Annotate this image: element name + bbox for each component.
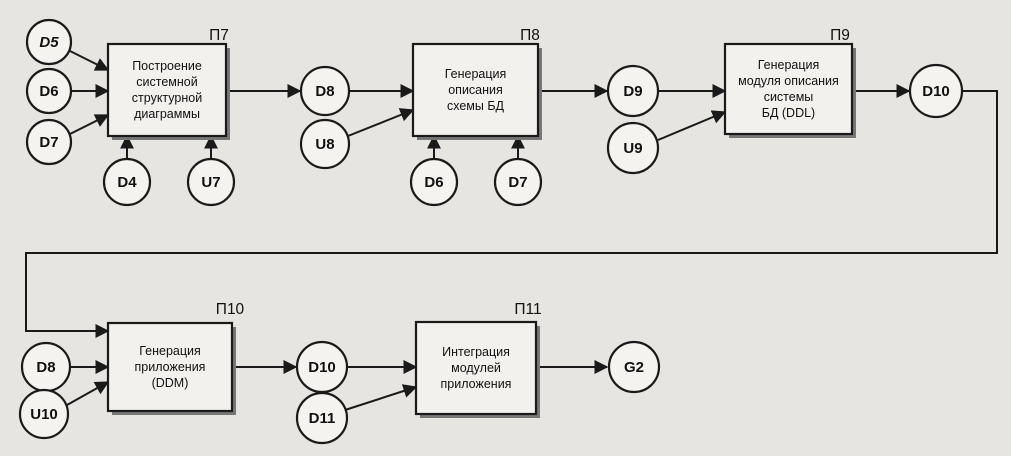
node-circle xyxy=(25,67,73,115)
node-g2: G2 xyxy=(607,340,661,394)
process-text-line: приложения xyxy=(135,360,206,374)
node-circle xyxy=(299,65,351,117)
node-u10: U10 xyxy=(18,388,70,440)
node-label: D11 xyxy=(309,410,336,427)
node-u9: U9 xyxy=(606,121,660,175)
node-d10b: D10 xyxy=(295,340,349,394)
node-label: U8 xyxy=(315,136,334,153)
process-id-label: П8 xyxy=(520,27,540,44)
node-d7b: D7 xyxy=(493,157,543,207)
process-text-line: (DDM) xyxy=(152,376,189,390)
process-id-label: П11 xyxy=(514,301,541,318)
node-label: D6 xyxy=(39,83,58,100)
process-text-line: модулей xyxy=(451,361,501,375)
process-text-line: приложения xyxy=(441,377,512,391)
process-text-line: диаграммы xyxy=(134,107,200,121)
node-label: G2 xyxy=(624,359,644,376)
node-d11: D11 xyxy=(295,391,349,445)
node-d8a: D8 xyxy=(299,65,351,117)
arrow-d10-p10-wrap xyxy=(25,90,998,338)
process-text-line: Интеграция xyxy=(442,345,510,359)
node-circle xyxy=(186,157,236,207)
node-circle xyxy=(295,391,349,445)
node-circle xyxy=(102,157,152,207)
node-circle xyxy=(25,118,73,166)
node-d6a: D6 xyxy=(25,67,73,115)
node-label: D6 xyxy=(424,174,443,191)
node-circle xyxy=(607,340,661,394)
node-circle xyxy=(25,18,73,66)
node-label: D10 xyxy=(922,83,950,100)
process-box xyxy=(411,42,540,138)
node-label: U9 xyxy=(623,140,642,157)
node-label: D9 xyxy=(623,83,642,100)
process-text-line: описания xyxy=(448,83,503,97)
node-u7: U7 xyxy=(186,157,236,207)
node-circle xyxy=(908,63,964,119)
process-text-line: Генерация xyxy=(758,58,820,72)
node-label: D10 xyxy=(308,359,336,376)
node-d5: D5 xyxy=(25,18,73,66)
process-text-line: Генерация xyxy=(139,344,201,358)
node-circle xyxy=(299,118,351,170)
arrow-u8-p8 xyxy=(347,108,415,137)
process-box xyxy=(723,42,854,136)
node-label: U10 xyxy=(30,406,58,423)
node-d7a: D7 xyxy=(25,118,73,166)
node-d4: D4 xyxy=(102,157,152,207)
node-label: D7 xyxy=(39,134,58,151)
node-d10a: D10 xyxy=(908,63,964,119)
process-text-line: модуля описания xyxy=(738,74,839,88)
node-label: D8 xyxy=(36,359,55,376)
node-circle xyxy=(606,64,660,118)
node-label: U7 xyxy=(201,174,220,191)
node-d6b: D6 xyxy=(409,157,459,207)
process-box xyxy=(106,42,228,138)
process-id-label: П10 xyxy=(216,301,245,318)
arrow-u9-p9 xyxy=(657,110,727,141)
arrow-d5-p7 xyxy=(67,49,110,71)
node-d8b: D8 xyxy=(20,341,72,393)
process-text-line: Построение xyxy=(132,59,202,73)
connectors xyxy=(25,49,998,411)
node-circle xyxy=(409,157,459,207)
arrow-u10-p10 xyxy=(66,381,110,406)
arrow-d7-p7 xyxy=(67,114,110,136)
process-id-label: П7 xyxy=(209,27,229,44)
process-text-line: схемы БД xyxy=(447,99,505,113)
node-u8: U8 xyxy=(299,118,351,170)
node-circle xyxy=(606,121,660,175)
process-text-line: БД (DDL) xyxy=(762,106,815,120)
arrow-d11-p11 xyxy=(344,384,418,411)
process-box xyxy=(414,320,538,416)
node-d9: D9 xyxy=(606,64,660,118)
node-label: D7 xyxy=(508,174,527,191)
process-text-line: Генерация xyxy=(445,67,507,81)
node-circle xyxy=(493,157,543,207)
node-label: D4 xyxy=(117,174,137,191)
process-box xyxy=(106,321,234,413)
process-text-line: системы xyxy=(764,90,814,104)
node-circle xyxy=(18,388,70,440)
node-label: D8 xyxy=(315,83,334,100)
node-label: D5 xyxy=(39,34,59,51)
process-id-label: П9 xyxy=(830,27,850,44)
process-text-line: системной xyxy=(136,75,197,89)
process-text-line: структурной xyxy=(132,91,202,105)
